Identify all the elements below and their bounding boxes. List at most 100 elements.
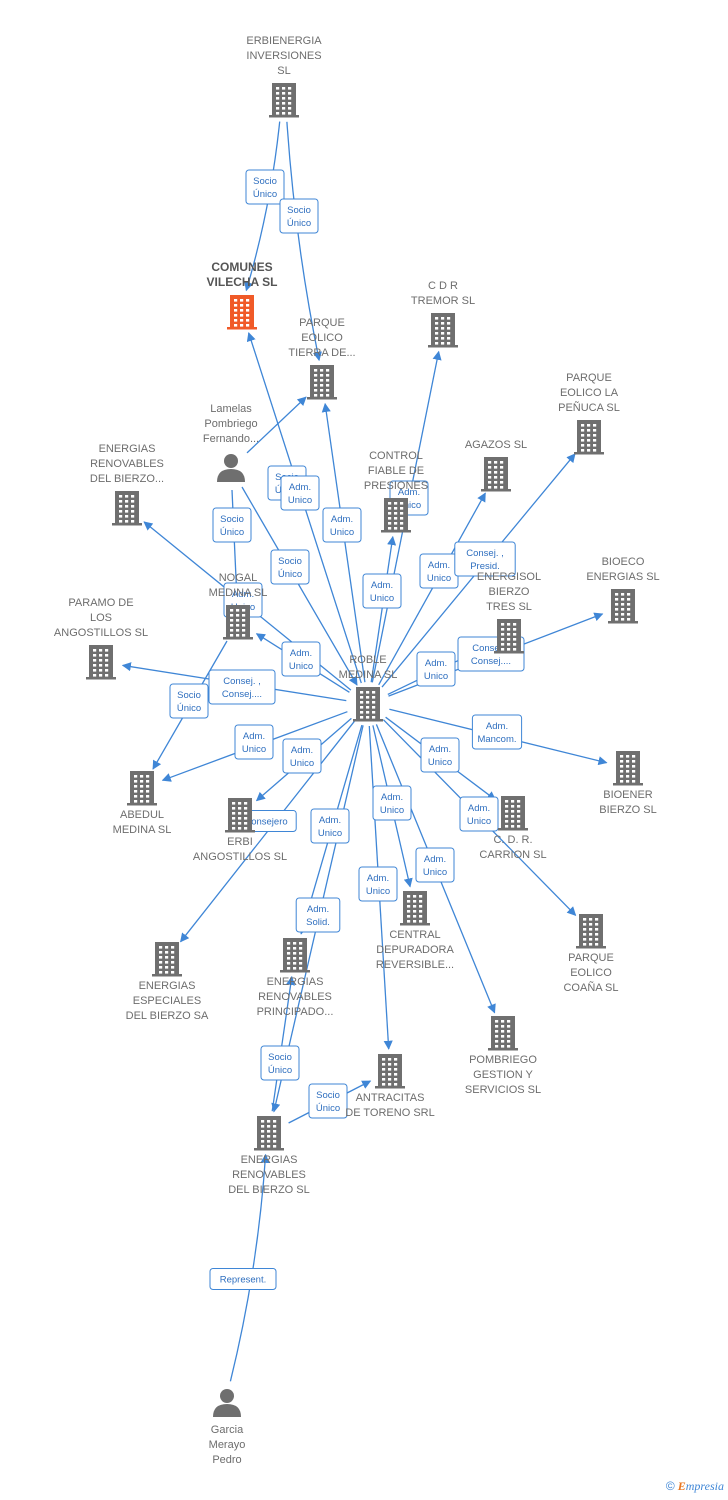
- node-label: TIERRA DE...: [288, 347, 355, 359]
- edge-label[interactable]: Adm.Unico: [419, 553, 459, 589]
- edge-label[interactable]: Adm.Unico: [322, 507, 362, 543]
- edge-label[interactable]: Adm.Unico: [310, 808, 350, 844]
- edge-roble-to-control: [370, 535, 397, 683]
- edge-label-text: Socio: [316, 1090, 340, 1101]
- edge-label-text: Unico: [318, 828, 342, 839]
- edge-label-text: Adm.: [486, 721, 508, 732]
- node-label: PARQUE: [566, 372, 612, 384]
- edge-label-text: Consej. ,: [223, 676, 261, 687]
- edge-label[interactable]: Adm.Unico: [362, 573, 402, 609]
- edge-label-text: Adm.: [232, 589, 254, 600]
- edge-label-text: Consej. ,: [472, 643, 510, 654]
- edge-label[interactable]: Consej. ,Consej....: [208, 669, 276, 705]
- edge-label[interactable]: Adm.Unico: [420, 737, 460, 773]
- node-label: ENERGISOL: [477, 571, 541, 583]
- node-label: AGAZOS SL: [465, 439, 527, 451]
- edge-label[interactable]: Adm. Mancom.: [471, 714, 523, 750]
- node-label: Pedro: [212, 1454, 241, 1466]
- building-icon: [152, 942, 182, 977]
- edge-label[interactable]: Adm.Unico: [415, 847, 455, 883]
- edge-roble-to-agazos: [378, 492, 486, 686]
- edge-label[interactable]: Adm.Unico: [358, 866, 398, 902]
- building-icon: [498, 796, 528, 831]
- edge-label-box: [415, 847, 455, 883]
- edge-label[interactable]: Adm.Unico: [372, 785, 412, 821]
- node-label: BIERZO SL: [599, 804, 656, 816]
- building-icon: [112, 491, 142, 526]
- node-label: ANGOSTILLOS SL: [54, 627, 148, 639]
- edge-erbienergia-to-parque_tierra: [286, 121, 322, 362]
- edge-label[interactable]: Adm.Unico: [282, 738, 322, 774]
- edge-lamelas-to-roble: [241, 486, 358, 686]
- edge-label[interactable]: Adm.Unico: [459, 796, 499, 832]
- building-icon: [494, 619, 524, 654]
- edge-label[interactable]: Adm.Unico: [281, 641, 321, 677]
- node-label: INVERSIONES: [246, 50, 321, 62]
- edge-label-text: Adm.: [424, 854, 446, 865]
- building-icon: [254, 1116, 284, 1151]
- edge-label[interactable]: Adm.Unico: [416, 651, 456, 687]
- node-agazos[interactable]: AGAZOS SL: [465, 439, 527, 492]
- edge-label-box: [308, 1083, 348, 1119]
- brand-footer: ©Empresia: [666, 1479, 724, 1494]
- edge-label[interactable]: Adm.Solid.: [295, 897, 341, 933]
- node-label: ERBIENERGIA: [246, 35, 322, 47]
- node-label: LOS: [90, 612, 112, 624]
- node-label: ERBI: [227, 836, 253, 848]
- edge-label-text: Mancom.: [477, 734, 516, 745]
- edge-label-text: Consej. ,: [466, 548, 504, 559]
- edge-label[interactable]: Represent.: [209, 1268, 277, 1290]
- node-label: EOLICO: [570, 967, 612, 979]
- edge-label-text: Socio: [177, 690, 201, 701]
- edge-label-box: [372, 785, 412, 821]
- node-cdr_carrion[interactable]: C. D. R.CARRION SL: [479, 796, 547, 861]
- node-label: COAÑA SL: [563, 981, 618, 994]
- edge-label[interactable]: Adm.Unico: [234, 724, 274, 760]
- edge-label[interactable]: Consej. ,Presid.: [454, 541, 516, 577]
- node-lamelas[interactable]: LamelasPombriegoFernando...: [203, 403, 259, 482]
- edge-label-text: Unico: [428, 757, 452, 768]
- node-label: BIOECO: [602, 556, 645, 568]
- node-label: DEPURADORA: [376, 944, 454, 956]
- edge-label-box: [322, 507, 362, 543]
- building-icon: [574, 420, 604, 455]
- node-central[interactable]: CENTRALDEPURADORAREVERSIBLE...: [376, 891, 455, 971]
- edge-label-text: Único: [287, 218, 311, 229]
- node-label: FIABLE DE: [368, 465, 424, 477]
- node-energias_principado[interactable]: ENERGIASRENOVABLESPRINCIPADO...: [257, 938, 334, 1018]
- building-icon: [86, 645, 116, 680]
- node-label: Lamelas: [210, 403, 252, 415]
- edge-label[interactable]: Adm.Unico: [280, 475, 320, 511]
- edge-label-box: [420, 737, 460, 773]
- node-label: SERVICIOS SL: [465, 1084, 541, 1096]
- node-label: MEDINA SL: [209, 587, 268, 599]
